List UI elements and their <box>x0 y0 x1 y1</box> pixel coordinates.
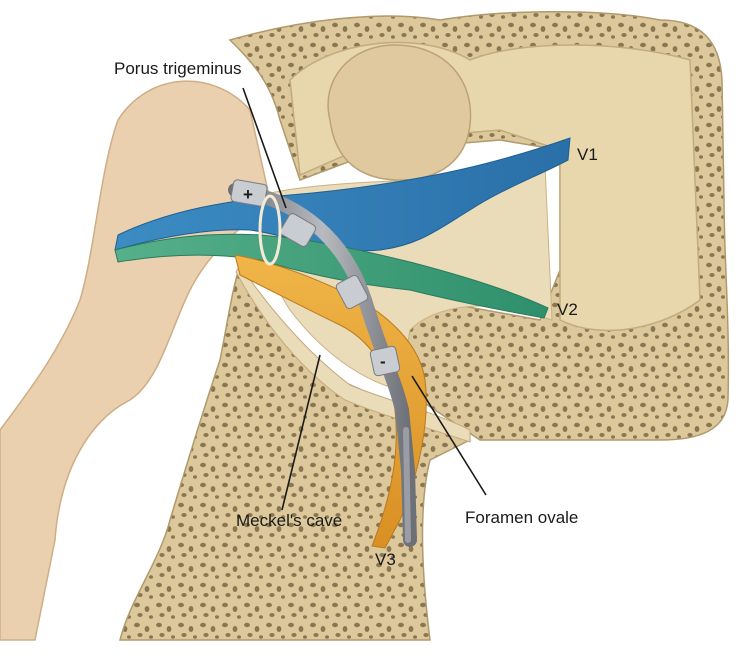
electrode-contact-2 <box>279 213 317 247</box>
bony-knob <box>327 44 472 181</box>
electrode-minus-sign: - <box>380 352 386 371</box>
leader-meckels-cave <box>281 354 321 511</box>
leader-porus-trigeminus <box>242 87 287 209</box>
label-porus-trigeminus: Porus trigeminus <box>114 59 242 78</box>
nerve-v1 <box>114 137 571 252</box>
label-foramen-ovale: Foramen ovale <box>465 508 578 527</box>
porus-trigeminus-ring <box>258 194 282 266</box>
label-v1: V1 <box>577 145 598 164</box>
bone-lower-rim <box>235 264 471 443</box>
electrode-contact-plus <box>230 179 268 207</box>
label-v2: V2 <box>557 300 578 319</box>
label-meckels-cave: Meckel's cave <box>236 511 342 530</box>
electrode-contact-3 <box>335 274 369 310</box>
leader-foramen-ovale <box>411 375 487 496</box>
electrode-shaft-lower <box>403 427 411 543</box>
label-v3: V3 <box>375 550 396 569</box>
electrode-plus-sign: + <box>243 185 253 204</box>
electrode-contact-minus <box>369 345 401 377</box>
